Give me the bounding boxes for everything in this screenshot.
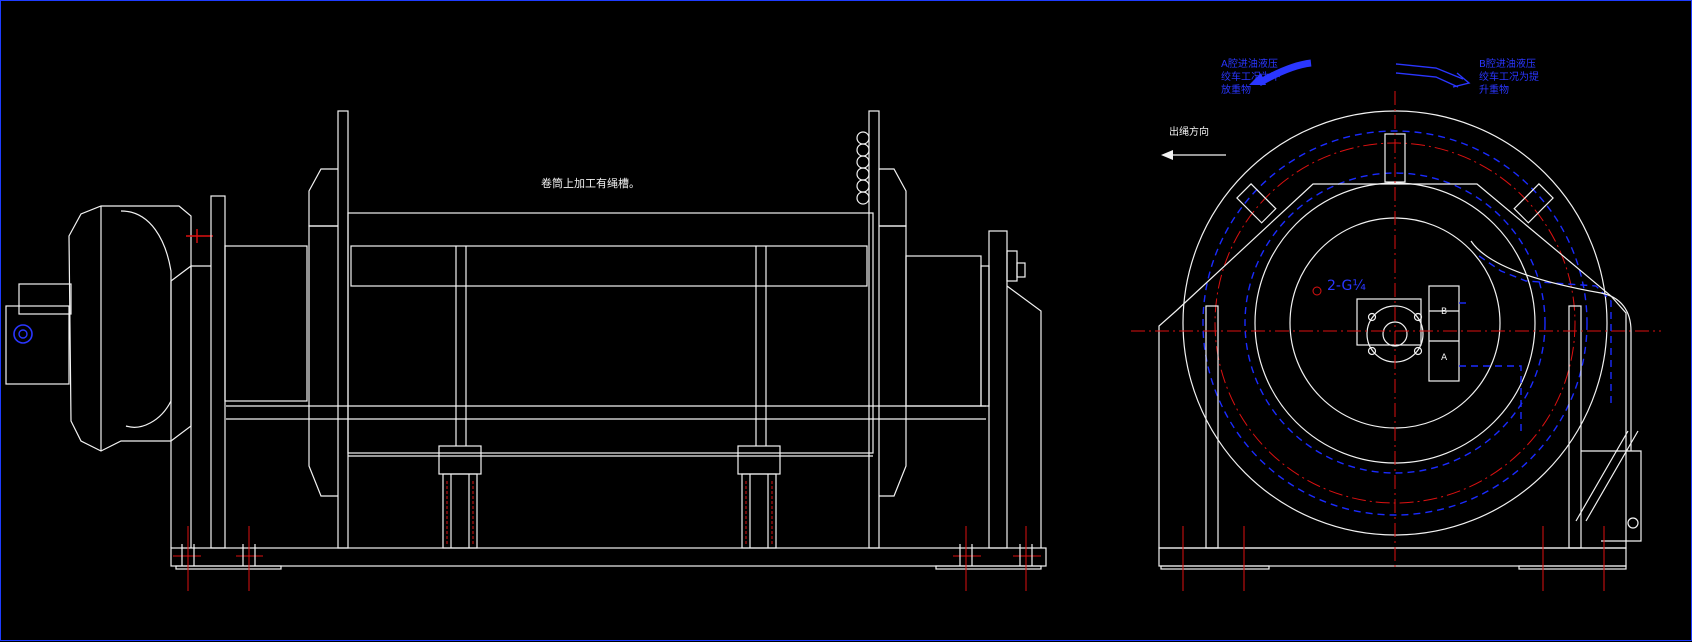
base-foot-right <box>935 565 1042 570</box>
port-b-note-line1: B腔进油液压 <box>1479 59 1536 70</box>
motor-port-icon <box>13 324 33 344</box>
port-a-note-line1: A腔进油液压 <box>1221 59 1278 70</box>
bolt-centerlines <box>173 526 1041 591</box>
rope-coils <box>856 131 870 205</box>
port-b-letter: B <box>1441 307 1448 317</box>
port-b-note-line2: 绞车工况为提 <box>1479 72 1539 83</box>
port-b-note-line3: 升重物 <box>1479 85 1509 96</box>
right-bearing-housing <box>905 255 982 407</box>
base-plate <box>170 547 1047 567</box>
end-frame <box>1158 183 1627 549</box>
side-view <box>5 110 1047 591</box>
right-bearing-plate <box>988 230 1008 549</box>
thread-callout-icon <box>1312 286 1322 296</box>
left-bearing-plate <box>210 195 226 549</box>
hidden-circle-outer <box>1202 130 1588 516</box>
base-foot-left <box>175 565 282 570</box>
rotation-arrow-b <box>1395 63 1464 80</box>
left-drum-flange <box>337 110 349 549</box>
drum-support-left <box>438 445 482 549</box>
port-a-note-line3: 放重物 <box>1221 85 1251 96</box>
valve-block <box>1428 285 1460 382</box>
right-drum-flange <box>868 110 880 549</box>
thread-callout: 2-G¼ <box>1327 278 1366 294</box>
rope-drum <box>347 212 874 454</box>
port-a-letter: A <box>1441 353 1448 363</box>
drum-support-right <box>737 445 781 549</box>
drum-note: 卷筒上加工有绳槽。 <box>541 177 640 190</box>
port-a-note-line2: 绞车工况为下 <box>1221 72 1281 83</box>
end-view <box>1131 59 1661 591</box>
hydraulic-motor <box>5 205 213 452</box>
bolt-heads <box>181 544 1033 566</box>
rope-direction-label: 出绳方向 <box>1169 127 1209 138</box>
end-bolt-centerlines <box>1182 526 1605 591</box>
